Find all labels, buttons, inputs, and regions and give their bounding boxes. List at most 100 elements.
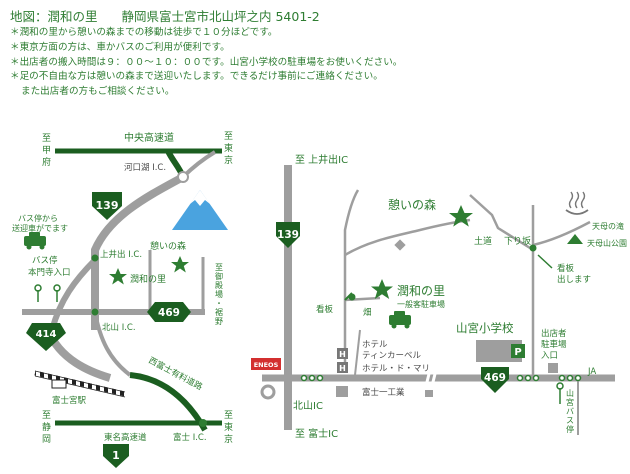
route-469-break-marks — [424, 369, 438, 387]
signboard-label: 看板 — [316, 304, 334, 315]
traffic-signals — [300, 374, 582, 382]
svg-text:至: 至 — [224, 410, 233, 421]
bus-stop-label: バス停 本門寺入口 — [28, 255, 71, 278]
svg-text:出します: 出します — [557, 274, 591, 285]
svg-text:東: 東 — [224, 421, 233, 433]
kamiide-ic-label: 上井出 I.C. — [100, 249, 142, 260]
svg-text:414: 414 — [36, 329, 57, 340]
svg-text:・: ・ — [215, 299, 223, 308]
to-tokyo-bottom-label: 至 東 京 — [224, 410, 233, 445]
hotel-2-label: ホテル・ド・マリ — [362, 364, 430, 374]
svg-text:至: 至 — [215, 263, 223, 272]
svg-text:殿: 殿 — [215, 281, 223, 290]
parking-sign — [511, 344, 525, 358]
note-2: ＊東京方面の方は、車かバスのご利用が便利です。 — [10, 41, 230, 53]
fuji-ichi-kogyo-label: 富士一工業 — [362, 387, 405, 398]
note-4: ＊足の不自由な方は憩いの森まで送迎いたします。できるだけ事前にご連絡ください。 — [10, 71, 383, 83]
dirt-road — [469, 194, 531, 250]
note-1: ＊潤和の里から憩いの森までの移動は徒歩で１０分ほどです。 — [10, 27, 278, 38]
junwa-label: 潤和の里 — [130, 274, 166, 285]
svg-text:ス: ス — [566, 416, 574, 425]
local-road — [93, 311, 132, 377]
svg-text:静: 静 — [42, 421, 51, 433]
tomei-expressway-label: 東名高速道 — [104, 432, 147, 443]
kitayama-ic-marker-left — [91, 308, 99, 316]
svg-text:停: 停 — [566, 424, 574, 434]
ikoi-sign-box — [394, 239, 406, 251]
parking-sign-letter: P — [514, 347, 521, 358]
fuji-ichi-block — [336, 386, 348, 397]
svg-text:送迎車がでます: 送迎車がでます — [12, 223, 68, 233]
chuo-to-fuji-road — [181, 150, 217, 179]
to-gotemba-label: 至 御 殿 場 ・ 裾 野 — [215, 263, 223, 326]
svg-text:裾: 裾 — [215, 307, 223, 317]
ja-label: JA — [587, 367, 596, 377]
to-shizuoka-label: 至 静 岡 — [42, 410, 51, 445]
svg-text:ホテル: ホテル — [362, 340, 388, 350]
fujinomiya-station-label: 富士宮駅 — [52, 395, 87, 406]
nishi-fuji-road-label: 西富士有料道路 — [147, 355, 205, 393]
kitayama-ic-label-right: 北山IC — [293, 400, 323, 412]
road-to-ikoi — [343, 189, 360, 370]
svg-text:京: 京 — [224, 154, 233, 166]
to-tokyo-top-label: 至 東 京 — [224, 131, 233, 166]
kawaguchiko-ic-marker — [177, 171, 189, 183]
map-header: 地図：潤和の里 静岡県富士宮市北山坪之内 5401-2 ＊潤和の里から憩いの森ま… — [10, 8, 610, 100]
svg-text:東: 東 — [224, 142, 233, 154]
note-3: ＊出店者の搬入時間は９：００〜１０：００です。山宮小学校の駐車場をお使いください… — [10, 56, 403, 68]
svg-text:至: 至 — [42, 133, 51, 144]
nishi-fuji-road — [129, 372, 208, 432]
svg-text:本門寺入口: 本門寺入口 — [28, 267, 71, 278]
to-kamiide-ic-label: 至 上井出IC — [295, 153, 348, 166]
junwa-label-right: 潤和の里 — [397, 284, 445, 298]
bus-note: バス停から 送迎車がでます — [12, 213, 68, 233]
route-469-shield-right: 469 — [481, 367, 509, 393]
map-title: 地図：潤和の里 静岡県富士宮市北山坪之内 5401-2 — [10, 8, 610, 26]
svg-text:御: 御 — [215, 271, 223, 281]
to-fuji-ic-label: 至 富士IC — [295, 427, 338, 440]
tenbo-taki-label: 天母の滝 — [592, 221, 624, 231]
yamamiya-bus-stop-label: 山 宮 バ ス 停 — [566, 388, 574, 434]
signboard-note-right: 看板 出します — [557, 263, 591, 285]
svg-text:山: 山 — [566, 388, 574, 398]
kitayama-ic-marker-right — [260, 384, 276, 400]
dodo-label: 土道 — [474, 235, 492, 247]
route-414-shield: 414 — [26, 323, 66, 351]
kamiide-ic-marker — [91, 254, 99, 262]
svg-text:野: 野 — [215, 317, 223, 326]
svg-text:京: 京 — [224, 433, 233, 445]
route-139-road — [91, 173, 185, 330]
ikoi-star-icon-right — [449, 205, 473, 227]
road-to-tenbo — [532, 220, 591, 247]
svg-text:H: H — [339, 364, 346, 373]
ikoi-no-mori-label-right: 憩いの森 — [388, 197, 436, 212]
road-to-junwa — [344, 218, 471, 257]
hotel-1-label: ホテル ティンカーベル — [362, 340, 421, 361]
mount-fuji-icon — [172, 190, 228, 230]
svg-text:看板: 看板 — [557, 263, 575, 274]
svg-text:139: 139 — [277, 229, 299, 241]
address: 静岡県富士宮市北山坪之内 5401-2 — [121, 9, 320, 24]
svg-text:バス停から: バス停から — [18, 213, 58, 223]
svg-text:場: 場 — [215, 289, 223, 299]
exhibitor-parking-label: 出店者 駐車場 入口 — [541, 328, 567, 361]
fuji-ic-label: 富士 I.C. — [173, 432, 207, 443]
west-road — [49, 257, 98, 331]
svg-text:岡: 岡 — [42, 434, 51, 445]
fuji-ic-marker — [199, 419, 207, 427]
svg-text:469: 469 — [484, 372, 506, 384]
svg-text:ティンカーベル: ティンカーベル — [362, 351, 421, 361]
yamamiya-bus-stop-icon — [556, 382, 564, 390]
svg-text:入口: 入口 — [541, 351, 558, 361]
block-ja — [548, 363, 558, 373]
svg-text:至: 至 — [42, 410, 51, 421]
svg-text:バ: バ — [566, 407, 574, 416]
railway — [34, 370, 126, 397]
fujinomiya-station-box — [51, 379, 67, 389]
general-parking-label: 一般客駐車場 — [397, 299, 445, 309]
eneos-sign — [251, 358, 281, 370]
svg-text:1: 1 — [112, 449, 120, 462]
ikoi-no-mori-label: 憩いの森 — [150, 240, 186, 252]
svg-text:甲: 甲 — [42, 145, 51, 156]
